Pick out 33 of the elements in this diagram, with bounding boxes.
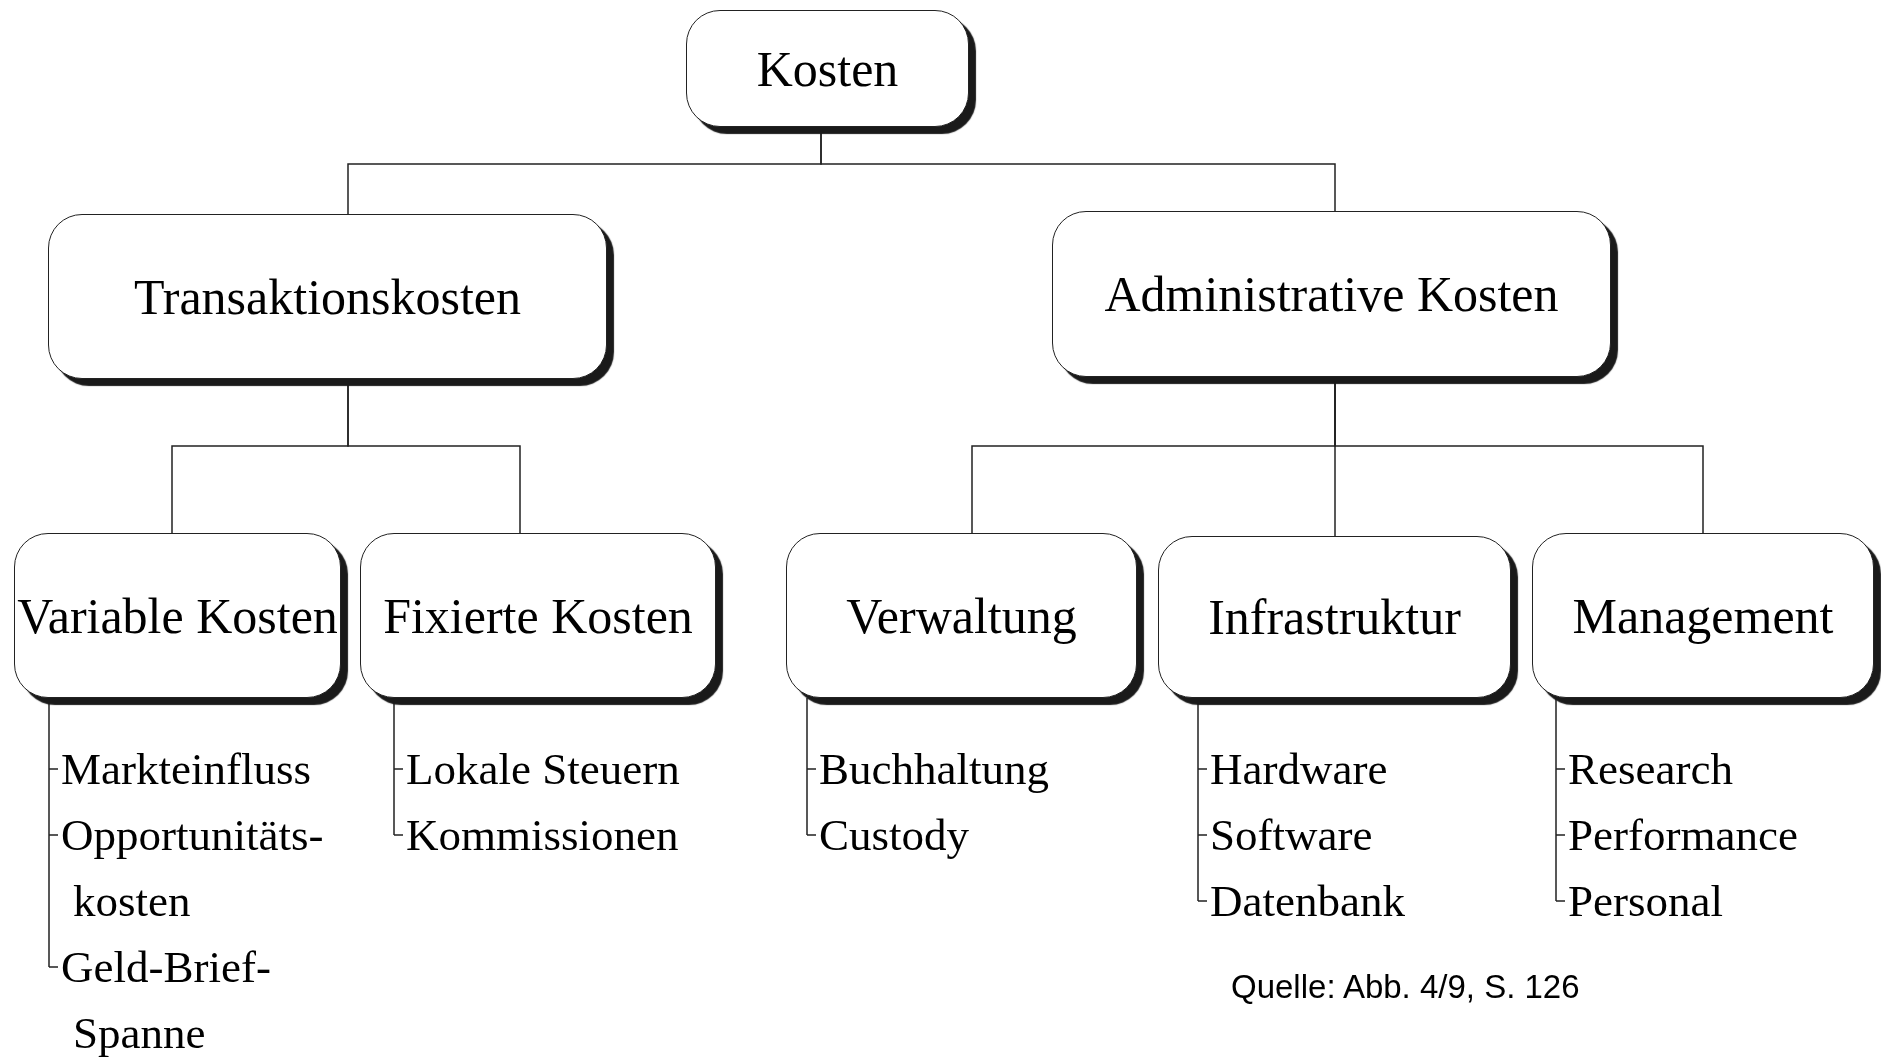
connector-line <box>820 126 1336 212</box>
list-item: Datenbank <box>1210 875 1406 928</box>
node-label: Administrative Kosten <box>1104 265 1559 324</box>
list-item: Hardware <box>1210 743 1389 796</box>
rounded-box <box>14 533 341 698</box>
list-item: Markteinfluss <box>61 743 312 796</box>
node-label: Verwaltung <box>846 586 1077 646</box>
list-item: Lokale Steuern <box>406 743 681 796</box>
rounded-box <box>1532 533 1874 698</box>
list-item: Custody <box>819 809 971 862</box>
rounded-box <box>48 214 607 379</box>
source-caption: Quelle: Abb. 4/9, S. 126 <box>1231 968 1580 1006</box>
list-item: Kommissionen <box>406 809 680 862</box>
node-label: Infrastruktur <box>1208 588 1461 647</box>
node-label: Fixierte Kosten <box>383 586 693 646</box>
rounded-box <box>686 10 969 127</box>
rounded-box <box>786 533 1137 698</box>
node-label: Management <box>1572 586 1834 646</box>
rounded-box <box>1052 211 1611 377</box>
list-item: Buchhaltung <box>819 743 1050 796</box>
list-item: Software <box>1210 809 1374 862</box>
connector-line <box>347 378 521 534</box>
list-item: Geld-Brief- Spanne <box>61 941 272 1060</box>
rounded-box <box>360 533 716 698</box>
node-label: Kosten <box>756 39 899 99</box>
node-label: Transaktionskosten <box>133 267 522 327</box>
list-item: Personal <box>1568 875 1724 928</box>
rounded-box <box>1158 536 1511 698</box>
list-item: Opportunitäts- kosten <box>61 809 325 928</box>
node-label: Variable Kosten <box>17 586 338 646</box>
connector-line <box>1334 376 1704 534</box>
list-item: Performance <box>1568 809 1799 862</box>
list-item: Research <box>1568 743 1734 796</box>
